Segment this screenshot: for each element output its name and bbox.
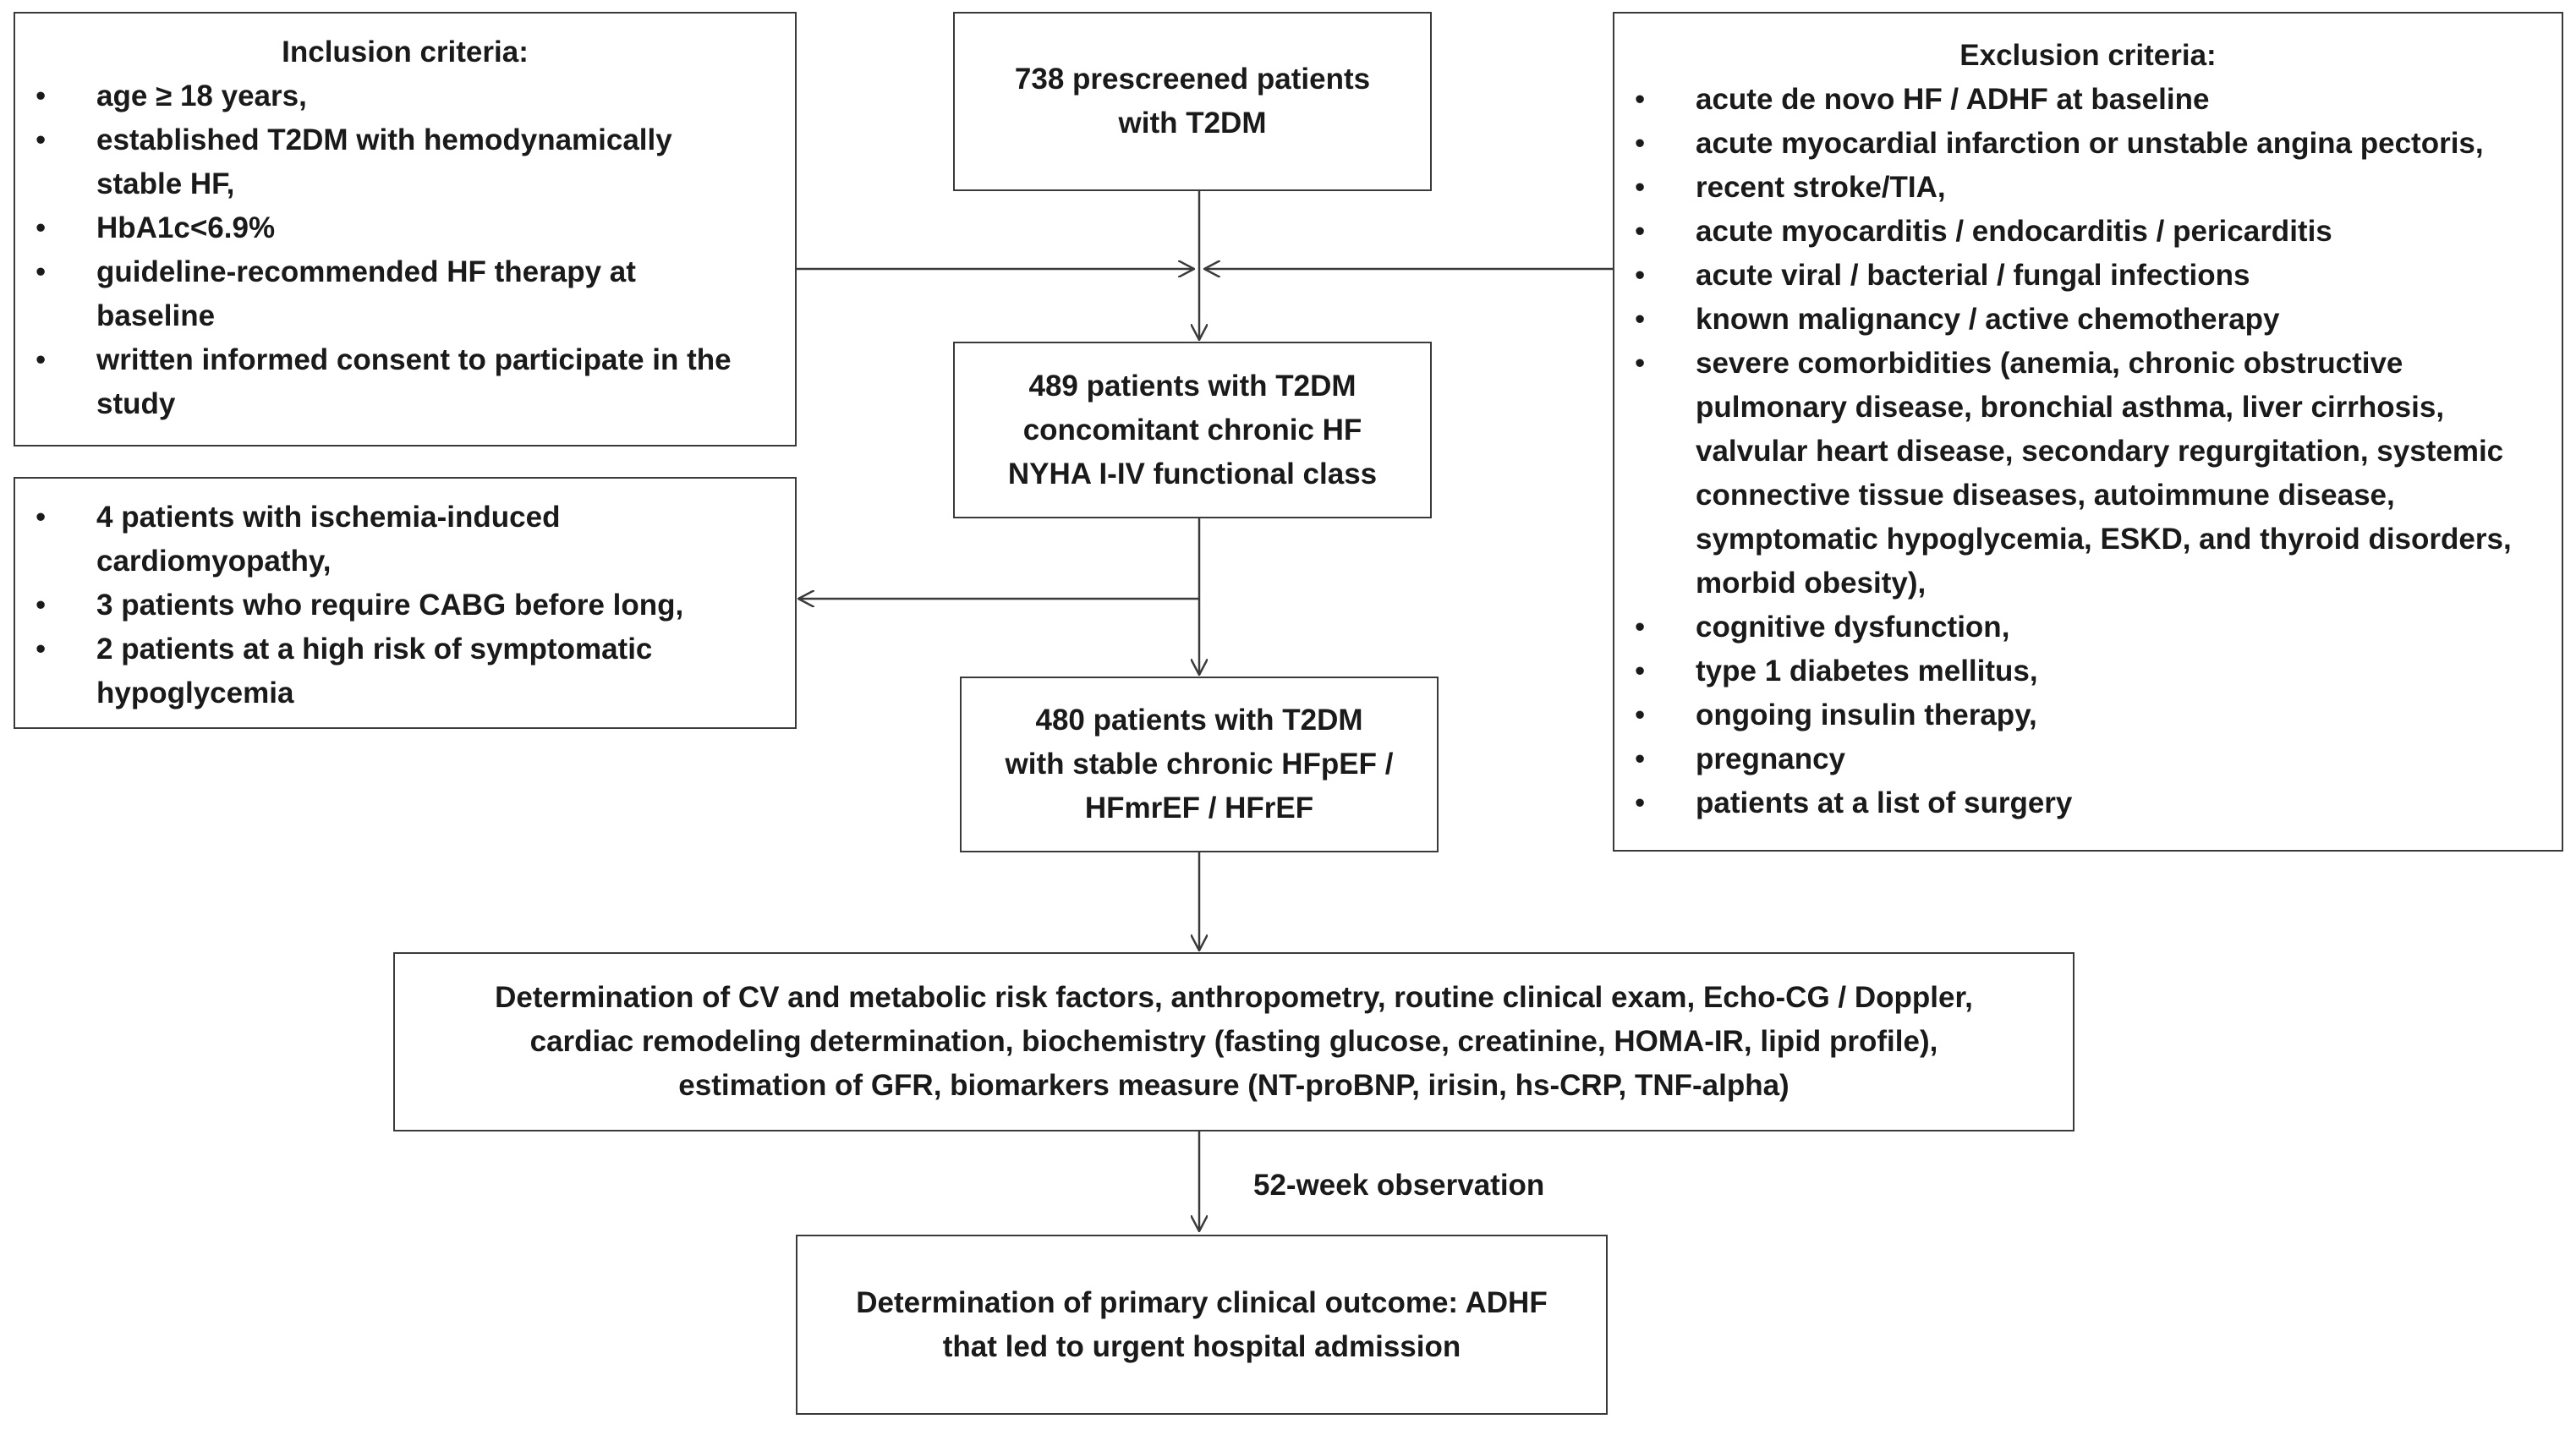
inclusion-item: age ≥ 18 years, — [15, 74, 761, 118]
inclusion-item: HbA1c<6.9% — [15, 206, 761, 250]
excluded-patients-list: 4 patients with ischemia-induced cardiom… — [15, 496, 761, 715]
outcome-line: that led to urgent hospital admission — [942, 1329, 1461, 1363]
stable-hf-box: 480 patients with T2DM with stable chron… — [960, 677, 1439, 852]
stable-hf-line: HFmrEF / HFrEF — [1084, 792, 1314, 825]
stable-hf-line: with stable chronic HFpEF / — [1005, 748, 1394, 781]
excluded-patients-item: 4 patients with ischemia-induced cardiom… — [15, 496, 761, 584]
exclusion-item: patients at a list of surgery — [1614, 781, 2531, 825]
exclusion-criteria-list: acute de novo HF / ADHF at baseline acut… — [1614, 78, 2562, 825]
prescreened-box: 738 prescreened patients with T2DM — [953, 12, 1432, 191]
exclusion-item: acute myocardial infarction or unstable … — [1614, 122, 2531, 166]
chronic-hf-line: 489 patients with T2DM — [1028, 369, 1357, 403]
inclusion-item: written informed consent to participate … — [15, 338, 761, 426]
outcome-line: Determination of primary clinical outcom… — [856, 1285, 1548, 1319]
determination-line: Determination of CV and metabolic risk f… — [495, 981, 1973, 1014]
exclusion-item: recent stroke/TIA, — [1614, 166, 2531, 210]
exclusion-item: acute viral / bacterial / fungal infecti… — [1614, 254, 2531, 298]
exclusion-item: type 1 diabetes mellitus, — [1614, 649, 2531, 693]
exclusion-item: pregnancy — [1614, 737, 2531, 781]
outcome-box: Determination of primary clinical outcom… — [796, 1235, 1608, 1415]
prescreened-line: with T2DM — [1118, 107, 1267, 140]
exclusion-item: severe comorbidities (anemia, chronic ob… — [1614, 342, 2531, 605]
excluded-patients-item: 2 patients at a high risk of symptomatic… — [15, 627, 761, 715]
excluded-patients-item: 3 patients who require CABG before long, — [15, 584, 761, 627]
prescreened-line: 738 prescreened patients — [1014, 63, 1371, 96]
determination-line: cardiac remodeling determination, bioche… — [529, 1025, 1938, 1058]
determination-line: estimation of GFR, biomarkers measure (N… — [678, 1069, 1789, 1102]
inclusion-item: established T2DM with hemodynamically st… — [15, 118, 761, 206]
determination-box: Determination of CV and metabolic risk f… — [393, 952, 2075, 1131]
exclusion-item: acute myocarditis / endocarditis / peric… — [1614, 210, 2531, 254]
exclusion-item: acute de novo HF / ADHF at baseline — [1614, 78, 2531, 122]
inclusion-item: guideline-recommended HF therapy at base… — [15, 250, 761, 338]
inclusion-criteria-list: age ≥ 18 years, established T2DM with he… — [15, 74, 795, 426]
chronic-hf-line: NYHA I-IV functional class — [1007, 457, 1378, 490]
exclusion-item: cognitive dysfunction, — [1614, 605, 2531, 649]
exclusion-criteria-box: Exclusion criteria: acute de novo HF / A… — [1613, 12, 2563, 852]
inclusion-criteria-title: Inclusion criteria: — [282, 36, 529, 68]
excluded-patients-box: 4 patients with ischemia-induced cardiom… — [14, 477, 797, 729]
exclusion-criteria-title: Exclusion criteria: — [1959, 39, 2217, 72]
stable-hf-line: 480 patients with T2DM — [1035, 704, 1363, 737]
exclusion-item: known malignancy / active chemotherapy — [1614, 298, 2531, 342]
inclusion-criteria-box: Inclusion criteria: age ≥ 18 years, esta… — [14, 12, 797, 447]
exclusion-item: ongoing insulin therapy, — [1614, 693, 2531, 737]
chronic-hf-line: concomitant chronic HF — [1022, 413, 1362, 447]
chronic-hf-box: 489 patients with T2DM concomitant chron… — [953, 342, 1432, 518]
observation-label: 52-week observation — [1253, 1169, 1545, 1202]
